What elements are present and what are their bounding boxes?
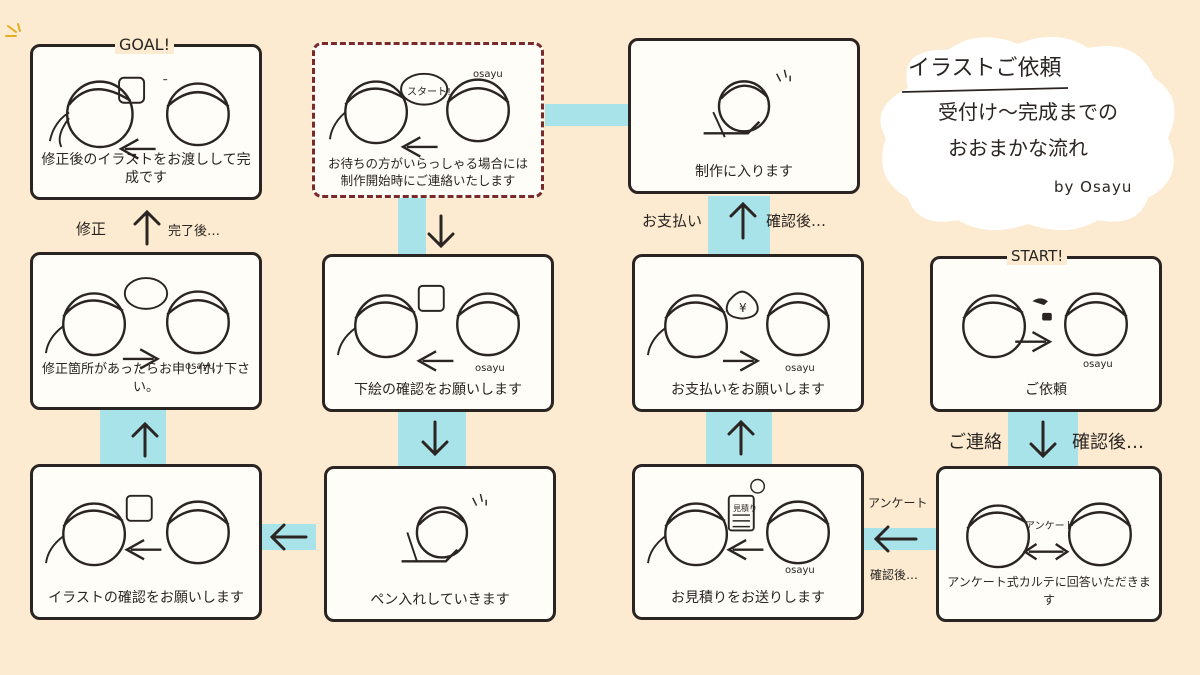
caption-sketch-check: 下絵の確認をお願いします: [331, 381, 545, 399]
title-byline: by Osayu: [1054, 178, 1132, 196]
note-after-confirm-small: 確認後…: [870, 566, 918, 583]
panel-request: START! osayu ご依頼: [930, 256, 1162, 412]
caption-revision-request: 修正箇所があったらお申し付け下さい。: [39, 361, 253, 397]
caption-start-notice-line2: 制作開始時にご連絡いたします: [321, 172, 535, 189]
caption-payment: お支払いをお願いします: [641, 381, 855, 399]
title-cloud: イラストご依頼 受付け～完成までの おおまかな流れ by Osayu: [868, 28, 1186, 238]
caption-questionnaire: アンケート式カルテに回答いただきます: [945, 573, 1153, 609]
caption-start-notice: お待ちの方がいらっしゃる場合には 制作開始時にご連絡いたします: [321, 155, 535, 189]
arrow-down-1: [424, 214, 458, 250]
note-after-payment-confirm: 確認後…: [766, 210, 826, 231]
panel-illust-check: イラストの確認をお願いします: [30, 464, 262, 620]
note-questionnaire: アンケート: [868, 494, 928, 511]
caption-production: 制作に入ります: [637, 163, 851, 181]
start-bubble-text: スタート!: [407, 83, 451, 98]
caption-estimate: お見積りをお送りします: [641, 589, 855, 607]
caption-delivery: 修正後のイラストをお渡しして完成です: [39, 151, 253, 187]
caption-illust-check: イラストの確認をお願いします: [39, 589, 253, 607]
caption-start-notice-line1: お待ちの方がいらっしゃる場合には: [321, 155, 535, 172]
title-line1: イラストご依頼: [908, 50, 1062, 82]
estimate-sheet-text: 見積り: [733, 503, 757, 514]
sparkle-icon: [4, 22, 32, 46]
osayu-label-request: osayu: [1083, 359, 1113, 370]
start-label: START!: [1007, 247, 1067, 265]
note-revision: 修正: [76, 218, 106, 239]
arrow-up-3: [724, 418, 758, 456]
panel-delivery: GOAL! 修正後のイラストをお渡しして完成です: [30, 44, 262, 200]
panel-production: 制作に入ります: [628, 38, 860, 194]
panel-estimate: 見積り osayu お見積りをお送りします: [632, 464, 864, 620]
title-line2: 受付け～完成までの: [938, 96, 1118, 125]
osayu-label-start: osayu: [473, 69, 503, 80]
goal-label: GOAL!: [115, 35, 174, 54]
title-line3: おおまかな流れ: [948, 132, 1088, 161]
arrow-up-2: [130, 208, 164, 246]
note-after-complete: 完了後…: [168, 220, 220, 239]
arrow-down-3: [1026, 420, 1060, 460]
band-mid-col: [398, 196, 426, 256]
questionnaire-sheet-text: アンケート: [1025, 517, 1075, 532]
arrow-down-2: [418, 420, 452, 458]
osayu-label-estimate: osayu: [785, 565, 815, 576]
panel-questionnaire: アンケート アンケート式カルテに回答いただきます: [936, 466, 1162, 622]
band-top: [545, 104, 635, 126]
yen-mark: ¥: [739, 301, 747, 315]
note-contact: ご連絡: [948, 428, 1002, 454]
panel-payment: ¥ osayu お支払いをお願いします: [632, 254, 864, 412]
arrow-up-1: [128, 420, 162, 458]
osayu-label-sketch: osayu: [475, 363, 505, 374]
panel-revision-request: osayu 修正箇所があったらお申し付け下さい。: [30, 252, 262, 410]
osayu-label-payment: osayu: [785, 363, 815, 374]
arrow-left-2: [870, 522, 920, 556]
caption-inking: ペン入れしていきます: [333, 591, 547, 609]
note-after-confirm: 確認後…: [1072, 428, 1144, 454]
note-payment: お支払い: [642, 210, 702, 231]
arrow-left-1: [266, 520, 310, 554]
panel-inking: ペン入れしていきます: [324, 466, 556, 622]
panel-sketch-check: osayu 下絵の確認をお願いします: [322, 254, 554, 412]
caption-request: ご依頼: [939, 381, 1153, 399]
panel-start-notice: スタート! osayu お待ちの方がいらっしゃる場合には 制作開始時にご連絡いた…: [312, 42, 544, 198]
arrow-up-4: [726, 200, 760, 240]
